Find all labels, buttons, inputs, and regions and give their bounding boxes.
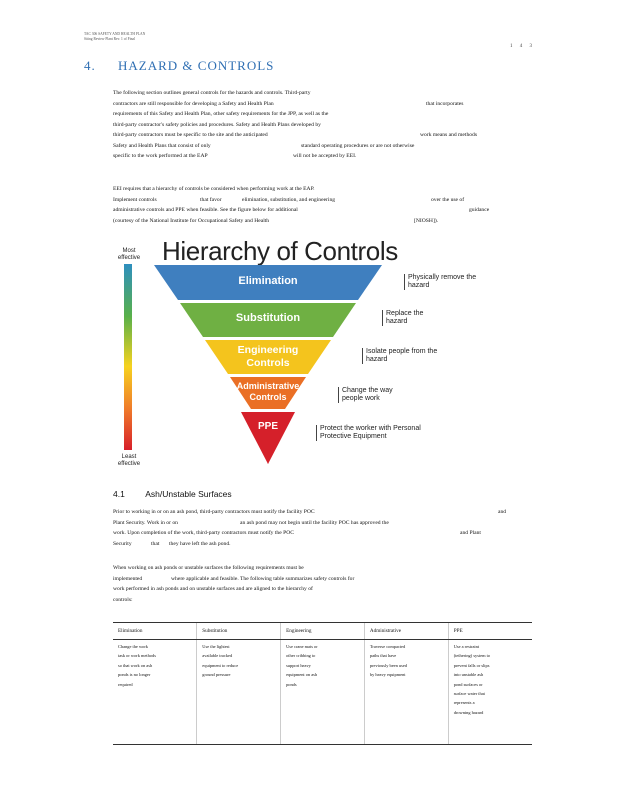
- tier-administrative-shape: [230, 377, 306, 409]
- ash-pond-notify-paragraph: Prior to working in or on an ash pond, t…: [113, 507, 507, 549]
- tier-administrative-label: Administrative Controls: [236, 381, 300, 402]
- section-title: HAZARD & CONTROLS: [118, 58, 275, 73]
- cell-substitution: Use the lightest available tracked equip…: [202, 644, 239, 678]
- tier-elimination-shape: [154, 265, 382, 300]
- hierarchy-paragraph: EEI requires that a hierarchy of control…: [113, 184, 490, 226]
- text-line: administrative controls and PPE when fea…: [113, 207, 490, 213]
- subsection-number: 4.1: [113, 489, 125, 499]
- tier-substitution-label: Substitution: [235, 312, 301, 324]
- col-header-administrative: Administrative: [363, 622, 449, 640]
- text-line: The following section outlines general c…: [113, 90, 311, 96]
- cell-administrative: Traverse compacted paths that have previ…: [369, 644, 407, 678]
- cell-engineering: Use crane mats or other cribbing to supp…: [286, 644, 318, 687]
- page-number: 1 4 3: [510, 44, 535, 49]
- col-header-elimination: Elimination: [113, 622, 197, 640]
- figure-title: Hierarchy of Controls: [162, 236, 398, 266]
- tier-substitution-desc: Replace the hazard: [382, 310, 428, 326]
- col-header-engineering: Engineering: [280, 622, 365, 640]
- text-line: work performed in ash ponds and on unsta…: [113, 586, 313, 592]
- subsection-heading: 4.1 Ash/Unstable Surfaces: [113, 489, 232, 499]
- inverted-pyramid: [154, 265, 382, 464]
- col-header-substitution: Substitution: [196, 622, 281, 640]
- intro-paragraph: The following section outlines general c…: [113, 88, 478, 162]
- header-line-1: TAC 306 SAFETY AND HEALTH PLAN: [84, 32, 146, 36]
- table-header-row: Elimination Substitution Engineering Adm…: [113, 622, 532, 640]
- header-line-2: Siting Review Plant Rev. 1 of Final: [84, 37, 135, 41]
- cell-elimination: Change the work task or work methods so …: [118, 644, 156, 687]
- cell-ppe: Use a restraint (tethering) system to pr…: [453, 644, 491, 715]
- most-effective-label: Most effective: [117, 248, 141, 261]
- tier-ppe-desc: Protect the worker with Personal Protect…: [316, 425, 444, 441]
- tier-elimination-desc: Physically remove the hazard: [404, 274, 478, 290]
- requirements-paragraph: When working on ash ponds or unstable su…: [113, 563, 355, 605]
- controls-table: Elimination Substitution Engineering Adm…: [113, 622, 532, 745]
- running-header: TAC 306 SAFETY AND HEALTH PLAN Siting Re…: [84, 32, 145, 42]
- section-number: 4.: [84, 58, 96, 73]
- tier-ppe-label: PPE: [257, 421, 278, 432]
- tier-engineering-label: Engineering Controls: [237, 344, 299, 369]
- text-line: requirements of this Safety and Health P…: [113, 111, 329, 117]
- text-line: third-party contractors must be specific…: [113, 132, 478, 138]
- hierarchy-figure: Hierarchy of Controls Most effective Lea…: [110, 236, 476, 472]
- text-line: third-party contractor's safety policies…: [113, 121, 321, 128]
- effectiveness-bar: [124, 264, 132, 450]
- col-header-ppe: PPE: [447, 622, 532, 640]
- tier-substitution-shape: [180, 303, 356, 337]
- table-row: Change the work task or work methods so …: [113, 639, 532, 745]
- text-line: Prior to working in or on an ash pond, t…: [113, 509, 507, 515]
- tier-administrative-desc: Change the way people work: [338, 387, 414, 403]
- text-line: EEI requires that a hierarchy of control…: [113, 186, 315, 192]
- text-line: specific to the work performed at the EA…: [113, 153, 357, 159]
- subsection-title: Ash/Unstable Surfaces: [145, 489, 232, 499]
- text-line: work. Upon completion of the work, third…: [113, 530, 481, 536]
- least-effective-label: Least effective: [117, 454, 141, 467]
- text-line: controls:: [113, 596, 133, 603]
- tier-engineering-desc: Isolate people from the hazard: [362, 348, 450, 364]
- tier-elimination-label: Elimination: [238, 275, 298, 287]
- text-line: (courtesy of the National Institute for …: [113, 217, 439, 224]
- tier-engineering-shape: [205, 340, 331, 374]
- text-line: When working on ash ponds or unstable su…: [113, 565, 304, 571]
- text-line: Safety and Health Plans that consist of …: [113, 142, 415, 149]
- text-line: contractors are still responsible for de…: [113, 100, 464, 107]
- section-heading: 4. HAZARD & CONTROLS: [84, 58, 274, 74]
